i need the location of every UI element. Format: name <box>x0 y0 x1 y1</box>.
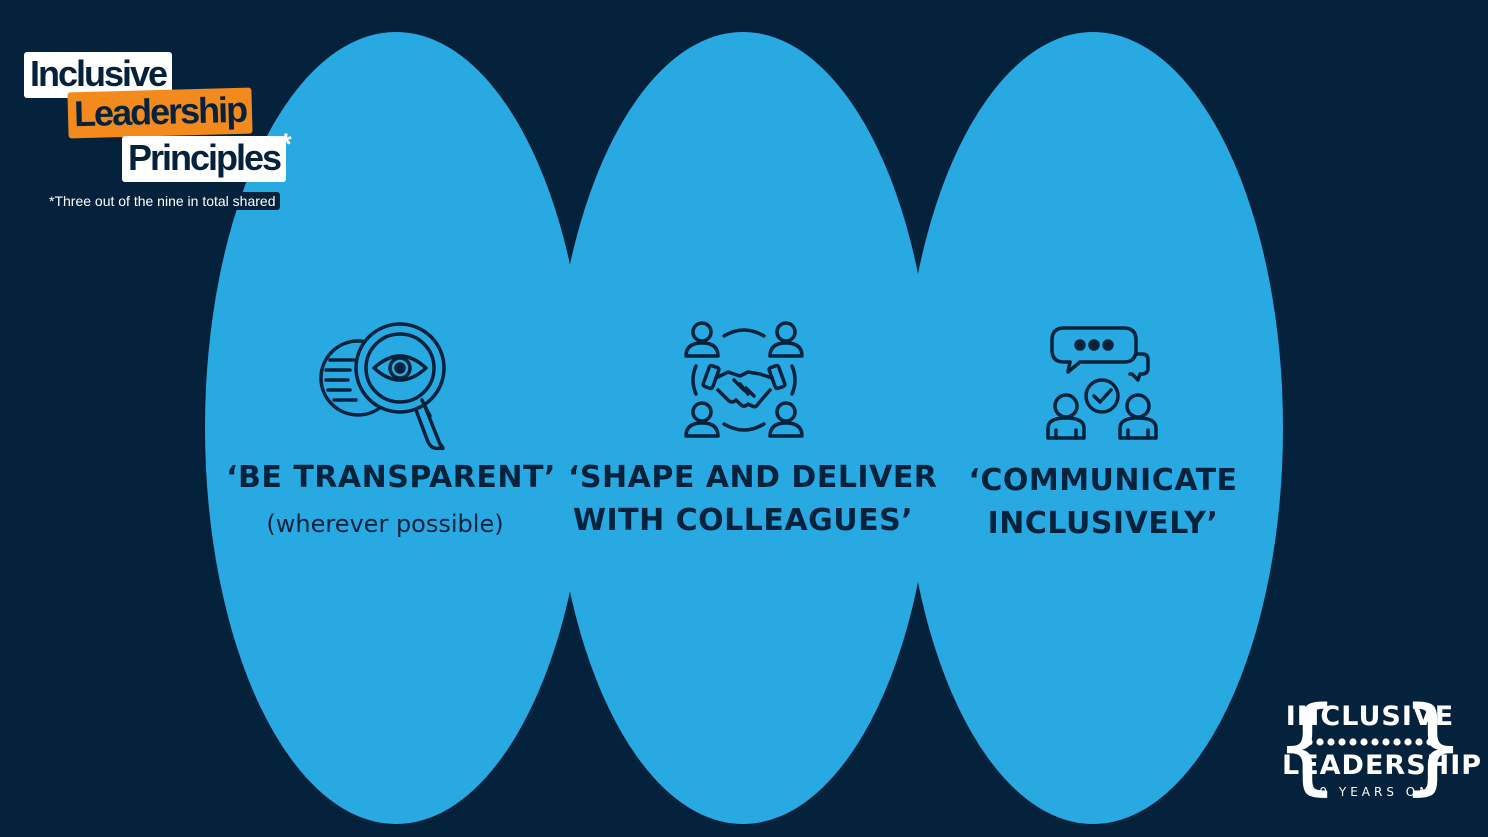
ellipse-2 <box>553 32 933 824</box>
title-line-inclusive: Inclusive <box>24 52 173 98</box>
logo-word-leadership: LEADERSHIP <box>1282 750 1483 781</box>
footnote: *Three out of the nine in total shared <box>44 192 281 210</box>
logo-right-brace: } <box>1399 684 1466 806</box>
title-line-principles: Principles <box>122 136 287 182</box>
title-asterisk: * <box>280 128 292 161</box>
ellipse-3 <box>903 32 1283 824</box>
principle-title-communicate-line2: INCLUSIVELY’ <box>987 506 1219 541</box>
principle-title-shape-deliver-line2: WITH COLLEAGUES’ <box>572 503 914 538</box>
transparency-magnifier-eye-icon <box>319 322 446 451</box>
collaboration-handshake-icon <box>684 321 804 438</box>
communication-chat-check-icon <box>1046 326 1158 440</box>
logo-dots <box>1305 738 1434 746</box>
title-line-leadership: Leadership <box>67 87 253 139</box>
principle-title-be-transparent: ‘BE TRANSPARENT’ <box>226 460 556 495</box>
logo-tagline: 10 YEARS ON <box>1307 785 1433 799</box>
principle-subtitle-wherever-possible: (wherever possible) <box>266 510 504 538</box>
principle-title-communicate-line1: ‘COMMUNICATE <box>968 463 1238 498</box>
principle-title-shape-deliver-line1: ‘SHAPE AND DELIVER <box>568 460 938 495</box>
ellipse-1 <box>205 32 587 824</box>
inclusive-leadership-logo: { } INCLUSIVE LEADERSHIP 10 YEARS ON <box>1274 693 1483 801</box>
logo-word-inclusive: INCLUSIVE <box>1285 701 1455 732</box>
